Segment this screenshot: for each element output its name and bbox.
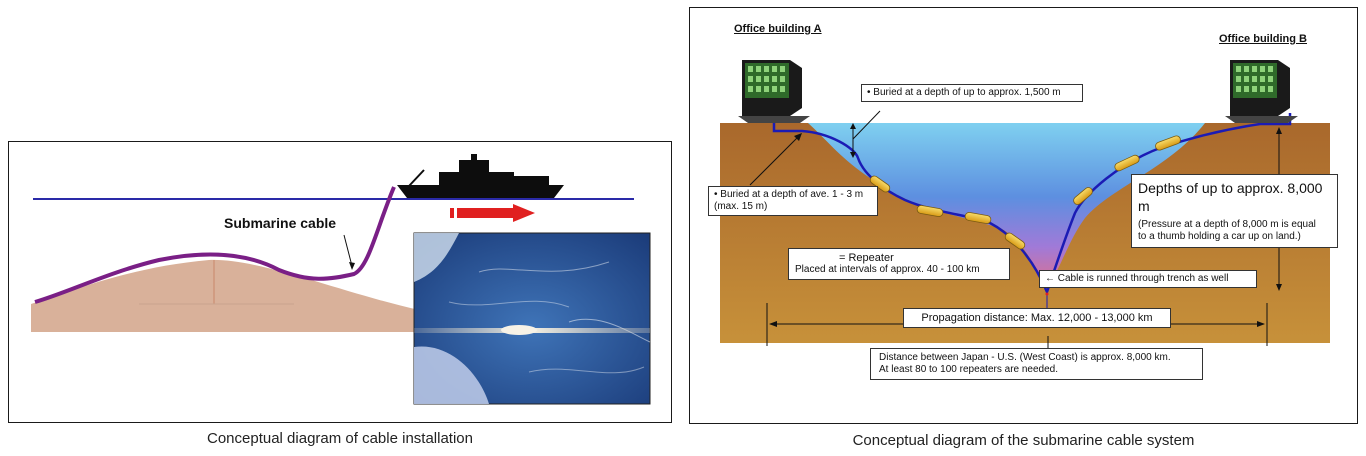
repeater-legend-label: = Repeater [795,252,1003,264]
distance-note-callout: Distance between Japan - U.S. (West Coas… [870,348,1203,380]
office-building-b [1225,60,1298,123]
shallow-burial-line-1: • Buried at a depth of ave. 1 - 3 m [714,189,872,201]
trench-callout: ← Cable is runned through trench as well [1039,270,1257,288]
trench-dot [1046,293,1049,296]
depth-callout: Depths of up to approx. 8,000 m (Pressur… [1131,174,1338,248]
installation-diagram-caption: Conceptual diagram of cable installation [8,430,672,447]
office-building-b-label: Office building B [1219,33,1307,45]
repeater-legend-callout: = Repeater Placed at intervals of approx… [788,248,1010,280]
installation-diagram-panel: Submarine cable [8,141,672,423]
cable-photo-inset [414,233,650,404]
repeater-interval-text: Placed at intervals of approx. 40 - 100 … [795,264,1003,276]
cable-system-diagram-panel: Office building A Office building B • Bu… [689,7,1358,424]
installation-diagram-svg [9,142,672,423]
ship-direction-arrow [450,204,535,222]
submarine-cable-label: Submarine cable [224,215,336,231]
office-building-a [738,60,810,123]
depth-note-line-1: (Pressure at a depth of 8,000 m is equal [1138,219,1331,231]
depth-note-line-2: to a thumb holding a car up on land.) [1138,231,1331,243]
distance-note-line-1: Distance between Japan - U.S. (West Coas… [879,352,1194,364]
distance-note-line-2: At least 80 to 100 repeaters are needed. [879,364,1194,376]
cable-label-pointer [344,235,352,266]
deep-burial-callout: • Buried at a depth of up to approx. 1,5… [861,84,1083,102]
cable-system-diagram-caption: Conceptual diagram of the submarine cabl… [689,432,1358,449]
office-building-a-label: Office building A [734,23,822,35]
propagation-distance-label: Propagation distance: Max. 12,000 - 13,0… [903,308,1171,328]
cable-label-arrowhead [349,262,355,270]
shallow-burial-callout: • Buried at a depth of ave. 1 - 3 m (max… [708,186,878,216]
cable-ship [397,154,564,198]
shallow-burial-line-2: (max. 15 m) [714,201,872,213]
depth-title: Depths of up to approx. 8,000 m [1138,179,1331,215]
